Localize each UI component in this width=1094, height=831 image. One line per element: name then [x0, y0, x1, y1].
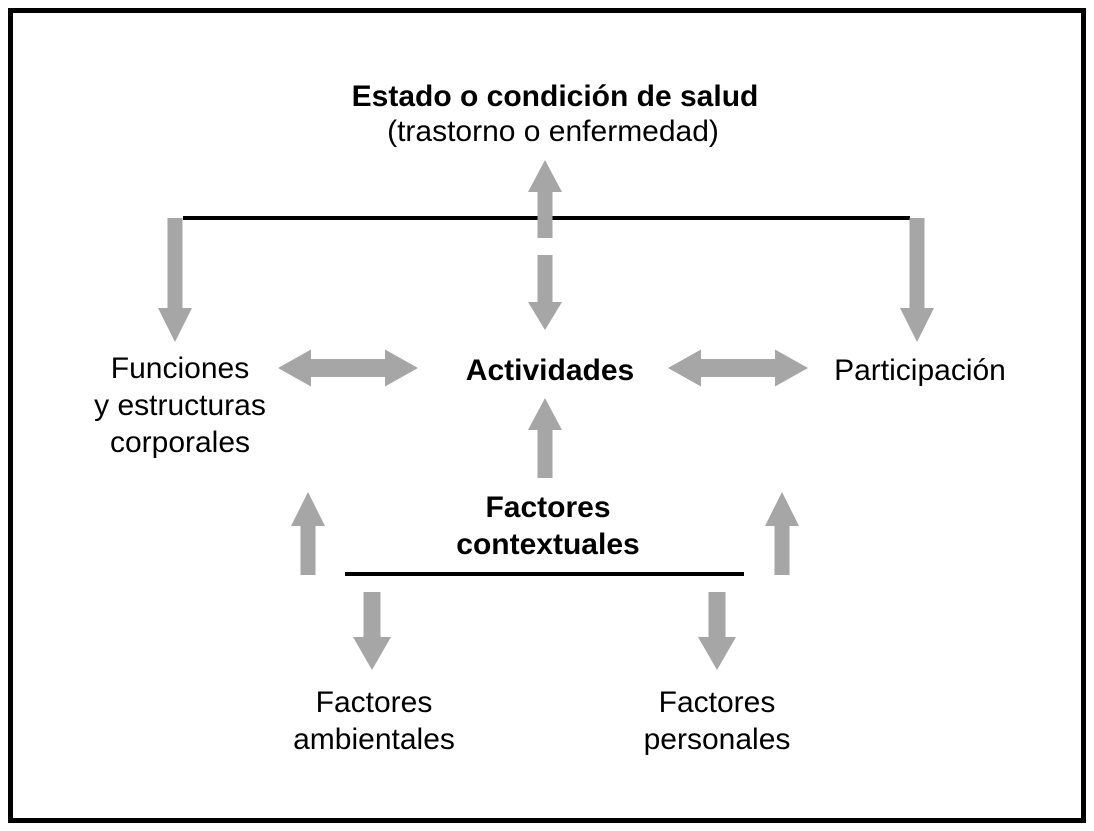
node-activities: Actividades — [465, 354, 635, 387]
up-arrow-icon — [765, 492, 799, 575]
down-arrow-icon — [528, 255, 562, 330]
node-contextual-factors: Factores contextuales — [456, 491, 640, 561]
outer-border — [8, 8, 1086, 823]
down-arrow-icon — [353, 592, 391, 670]
node-health-condition-subtitle: (trastorno o enfermedad) — [387, 115, 719, 148]
down-arrow-icon — [158, 218, 192, 342]
node-personal-factors: Factores personales — [643, 686, 791, 756]
node-environmental-factors: Factores ambientales — [293, 686, 455, 756]
node-health-condition-title: Estado o condición de salud — [351, 80, 759, 113]
down-arrow-icon — [900, 218, 934, 342]
double-arrow-icon — [278, 349, 418, 387]
double-arrow-icon — [668, 349, 808, 387]
up-arrow-icon — [291, 492, 325, 575]
contextual-factors-underline — [345, 572, 744, 576]
down-arrow-icon — [698, 592, 736, 670]
node-participation: Participación — [834, 354, 1006, 387]
up-arrow-icon — [528, 398, 562, 478]
node-body-functions: Funciones y estructuras corporales — [94, 352, 266, 459]
up-arrow-icon — [528, 160, 562, 238]
